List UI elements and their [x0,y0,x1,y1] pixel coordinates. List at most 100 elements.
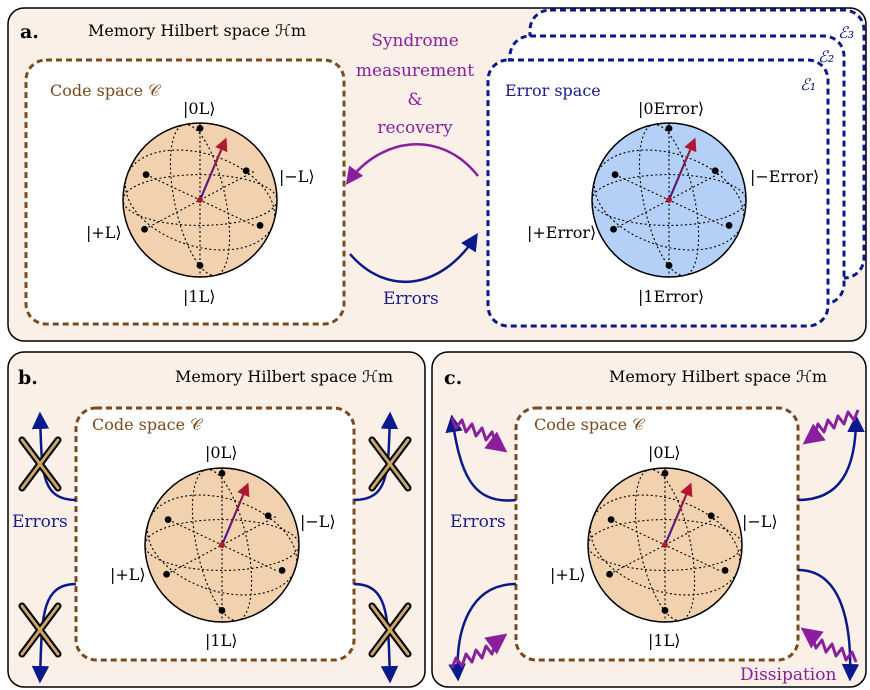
state-1L-b: |1L⟩ [205,631,237,650]
sphere-center-point [197,197,203,203]
dissipation-label: Dissipation [740,665,836,685]
state-pluserror-a: |+Error⟩ [527,223,596,242]
dissipation-arrow-top-left [450,417,508,453]
sphere-equator [144,519,300,571]
errors-arrow-a [349,233,478,284]
state-minusL-a: |−L⟩ [279,167,315,186]
basis-point [141,225,148,233]
state-0L-c: |0L⟩ [648,443,680,462]
panel-b-title: Memory Hilbert space ℋm [175,367,393,386]
state-1error-a: |1Error⟩ [638,287,704,306]
sphere-x-axis [144,170,256,230]
basis-point [610,225,617,233]
basis-point [218,469,226,477]
sphere-center-point [219,542,225,548]
state-minuserror-a: |−Error⟩ [750,167,819,186]
basis-point [256,222,264,229]
basis-point [163,570,170,578]
bloch-sphere-code-b [144,467,300,623]
state-0L-b: |0L⟩ [205,443,237,462]
recovery-label-line-1: Syndrome [371,31,459,51]
dissipation-arrow-bottom-right [800,627,858,663]
sphere-equator [587,519,743,571]
errors-label-c: Errors [450,512,506,532]
recovery-label-line-4: recovery [377,118,453,138]
basis-point [721,567,729,574]
dissipation-arrows [450,409,860,669]
error-space-2-label: ℰ₂ [818,47,834,66]
state-minusL-c: |−L⟩ [742,512,778,531]
sphere-great-circle [593,149,745,251]
panel-a: a. Memory Hilbert space ℋm ℰ₃ ℰ₂ ℰ₁ Erro… [7,7,867,342]
basis-point [606,570,613,578]
sphere-great-circle [124,149,276,251]
recovery-label-line-3: & [407,90,422,110]
basis-point [611,171,619,178]
basis-point [707,512,715,520]
state-plusL-b: |+L⟩ [110,565,146,584]
basis-point [196,124,204,132]
recovery-arrow [345,143,479,185]
state-vector-arrow [667,137,697,201]
basis-point [164,516,172,523]
errors-arrow-b-bottom-left [31,582,77,684]
bloch-sphere-error-a [591,122,747,278]
errors-arrow-b-top-right [353,411,399,502]
state-1L-a: |1L⟩ [183,287,215,306]
basis-point [196,262,204,269]
basis-point [142,171,150,178]
basis-point [725,222,733,229]
state-0error-a: |0Error⟩ [638,99,704,118]
basis-point [218,607,226,614]
sphere-x-axis [166,515,278,575]
state-plusL-c: |+L⟩ [550,565,586,584]
errors-arrow-b-bottom-right [353,582,399,684]
errors-arrow-b-top-left [31,411,77,502]
panel-a-title: Memory Hilbert space ℋm [88,21,306,40]
basis-point [711,167,719,175]
state-1L-c: |1L⟩ [648,631,680,650]
code-space-title-a: Code space 𝒞 [50,81,161,100]
bloch-sphere-code-a [122,122,278,278]
errors-label-b: Errors [12,512,68,532]
sphere-great-circle [146,494,298,596]
dissipation-arrow-top-right [802,409,860,445]
panel-a-label: a. [20,21,39,43]
blocked-cross-icon [18,436,412,658]
basis-point [661,607,669,614]
recovery-label-line-2: measurement [356,61,474,81]
panel-b: b. Memory Hilbert space ℋm Code space 𝒞 … [7,351,426,688]
basis-point [607,516,615,523]
basis-point [278,567,286,574]
sphere-center-point [666,197,672,203]
state-0L-a: |0L⟩ [183,99,215,118]
sphere-meridian [191,468,253,622]
sphere-equator [591,174,747,226]
panel-c: c. Memory Hilbert space ℋm Code space 𝒞 … [431,351,867,688]
sphere-meridian [169,123,231,277]
state-vector-arrow [220,482,250,546]
errors-arrow-c-top-left [445,414,517,502]
error-space-3-label: ℰ₃ [838,23,854,42]
basis-point [665,124,673,132]
basis-point [661,469,669,477]
errors-arrow-c-top-right [797,414,865,502]
code-space-title-c: Code space 𝒞 [534,415,645,434]
sphere-x-axis [609,515,721,575]
panel-c-title: Memory Hilbert space ℋm [609,367,827,386]
error-space-title: Error space [505,81,601,100]
dissipation-arrow-bottom-left [450,633,508,669]
bloch-sphere-code-c [587,467,743,623]
sphere-center-point [662,542,668,548]
sphere-x-axis [613,170,725,230]
errors-label-a: Errors [383,289,439,309]
state-vector-arrow [663,482,693,546]
state-plusL-a: |+L⟩ [86,223,122,242]
state-vector-arrow [198,137,228,201]
code-space-title-b: Code space 𝒞 [92,415,203,434]
basis-point [665,262,673,269]
recovery-label: Syndrome measurement & recovery [356,31,474,138]
panel-c-label: c. [444,367,462,389]
panel-b-label: b. [18,367,38,389]
basis-point [264,512,272,520]
